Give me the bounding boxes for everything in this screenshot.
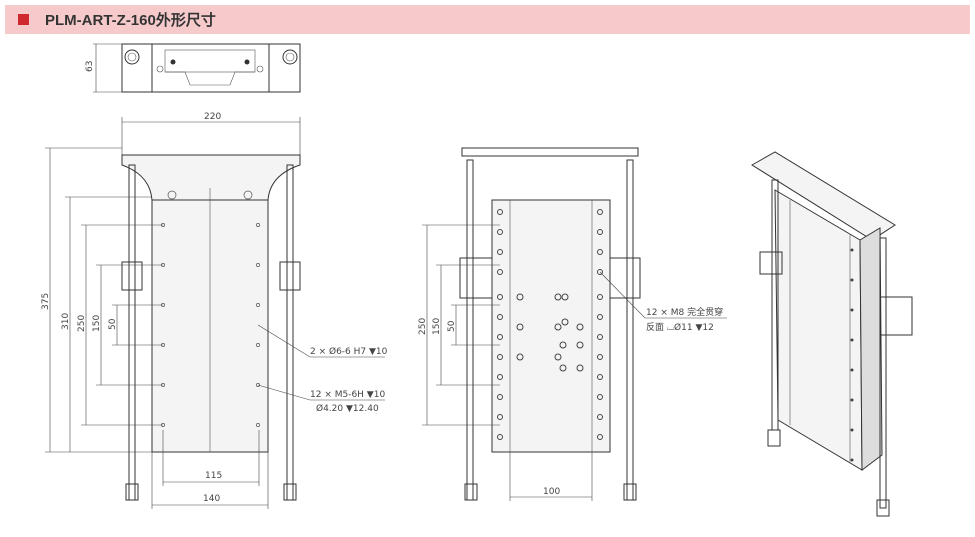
dim-100: 100 <box>543 487 560 497</box>
dim-115: 115 <box>205 471 222 481</box>
dim-150: 150 <box>92 315 102 332</box>
dim-50: 50 <box>108 318 118 330</box>
note-counterbore: 反面 ⌴Ø11 ▼12 <box>646 322 714 333</box>
front-view: 220 375 310 250 150 <box>41 112 388 509</box>
red-square-icon <box>18 14 29 25</box>
dim-250: 250 <box>77 315 87 332</box>
side-view: 250 150 50 100 12 × M8 完全贯穿 反面 ⌴Ø11 ▼12 <box>418 147 727 501</box>
side-dim-50: 50 <box>447 320 457 332</box>
section-header: PLM-ART-Z-160外形尺寸 <box>5 5 970 34</box>
side-dim-250: 250 <box>418 318 428 335</box>
isometric-view <box>751 151 913 517</box>
note-m8-holes: 12 × M8 完全贯穿 <box>646 306 723 318</box>
note-m5-drill: Ø4.20 ▼12.40 <box>316 403 379 414</box>
dim-375: 375 <box>41 293 51 310</box>
dim-63: 63 <box>85 61 95 72</box>
top-view: 63 <box>85 43 301 93</box>
note-pin-holes: 2 × Ø6-6 H7 ▼10 <box>310 346 388 357</box>
note-m5-holes: 12 × M5-6H ▼10 <box>310 390 385 400</box>
side-dim-150: 150 <box>432 318 442 335</box>
dim-220: 220 <box>204 112 221 122</box>
dim-140: 140 <box>203 494 220 504</box>
dim-310: 310 <box>61 313 71 330</box>
section-title: PLM-ART-Z-160外形尺寸 <box>45 12 216 29</box>
